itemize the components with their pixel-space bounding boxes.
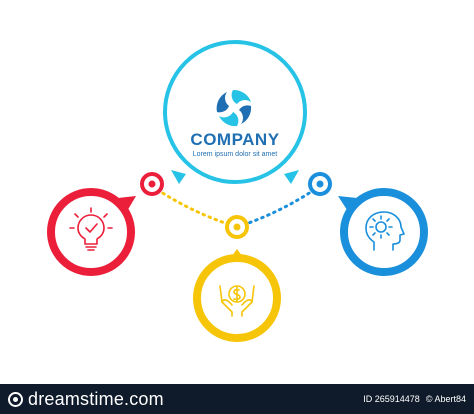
footer-meta: ID 265914478 © Abert84 (363, 394, 466, 404)
image-author: © Abert84 (425, 394, 466, 404)
connector-red-to-center (150, 184, 236, 228)
lightbulb-check-icon (69, 207, 113, 251)
company-node-pointer-right (284, 170, 299, 184)
footer-brand: dreamstime.com (8, 389, 164, 410)
blue-connector-dot (308, 172, 332, 196)
red-connector-dot (140, 172, 164, 196)
head-node-pointer (338, 196, 357, 213)
head-gear-icon (365, 211, 405, 251)
image-id: ID 265914478 (363, 394, 420, 404)
company-node (163, 40, 307, 184)
center-connector-dot (225, 215, 249, 239)
money-node (193, 249, 281, 342)
footer-brand-text: dreamstime.com (28, 388, 164, 409)
infographic-diagram (47, 40, 428, 342)
company-logo-icon (216, 89, 252, 127)
company-name: COMPANY (190, 130, 280, 149)
company-node-pointer-left (171, 170, 186, 184)
lightbulb-node (47, 188, 136, 276)
stock-footer-bar: dreamstime.com ID 265914478 © Abert84 (0, 384, 474, 414)
connector-blue-to-center (238, 184, 322, 228)
lightbulb-node-pointer (118, 196, 136, 213)
head-node (338, 188, 428, 276)
company-tagline: Lorem ipsum dolor sit amet (192, 151, 278, 158)
money-node-pointer (229, 249, 245, 260)
hands-money-icon (219, 285, 255, 317)
dreamstime-logo-icon (8, 391, 23, 407)
